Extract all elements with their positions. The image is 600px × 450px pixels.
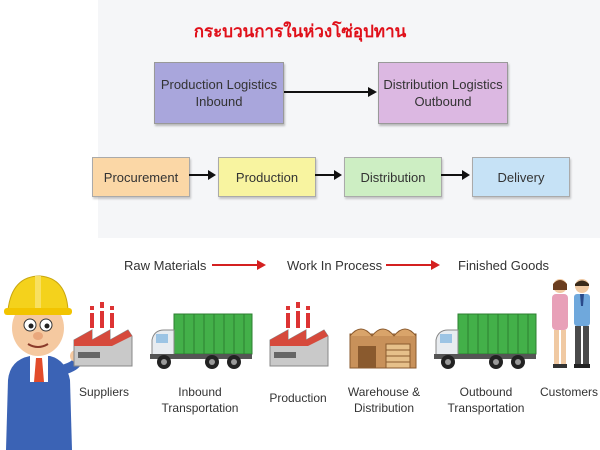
caption-line: Outbound: [459, 385, 513, 399]
stage-arrow: [189, 170, 216, 180]
stage-label: Production: [235, 169, 299, 185]
caption-suppliers: Suppliers: [64, 384, 144, 400]
stage-arrow: [441, 170, 470, 180]
distribution-logistics-box: Distribution Logistics Outbound: [378, 62, 508, 124]
caption-warehouse-distribution: Warehouse & Distribution: [340, 384, 428, 416]
stage-delivery: Delivery: [472, 157, 570, 197]
caption-outbound-transportation: Outbound Transportation: [436, 384, 536, 416]
caption-line: Transportation: [161, 401, 239, 415]
distribution-logistics-label: Distribution Logistics: [383, 77, 503, 92]
stage-distribution: Distribution: [344, 157, 442, 197]
people-icon: [552, 279, 590, 368]
outbound-label: Outbound: [414, 94, 472, 109]
caption-line: Customers: [539, 385, 598, 399]
raw-materials-label: Raw Materials: [124, 258, 207, 273]
stage-production: Production: [218, 157, 316, 197]
production-logistics-label: Production Logistics: [160, 77, 278, 92]
caption-production: Production: [260, 390, 336, 406]
material-flow-arrow: [212, 260, 266, 270]
inbound-label: Inbound: [195, 94, 243, 109]
stage-label: Procurement: [103, 169, 179, 185]
truck-icon: [150, 313, 253, 369]
caption-line: Transportation: [447, 401, 525, 415]
caption-line: Suppliers: [78, 385, 130, 399]
stage-procurement: Procurement: [92, 157, 190, 197]
warehouse-icon: [349, 328, 417, 369]
caption-line: Warehouse &: [347, 385, 421, 399]
factory-icon: [269, 302, 329, 367]
caption-customers: Customers: [538, 384, 600, 400]
work-in-process-label: Work In Process: [287, 258, 383, 273]
caption-line: Inbound: [178, 385, 222, 399]
truck-icon: [434, 313, 537, 369]
logistics-arrow: [284, 87, 377, 97]
caption-inbound-transportation: Inbound Transportation: [150, 384, 250, 416]
production-logistics-box: Production Logistics Inbound: [154, 62, 284, 124]
worker-illustration: [4, 275, 80, 450]
stage-label: Distribution: [360, 169, 426, 185]
page-title: กระบวนการในห่วงโซ่อุปทาน: [193, 22, 407, 42]
factory-icon: [73, 302, 133, 367]
material-flow-arrow: [386, 260, 440, 270]
caption-line: Production: [269, 391, 327, 405]
stage-label: Delivery: [497, 169, 545, 185]
stage-arrow: [315, 170, 342, 180]
caption-line: Distribution: [353, 401, 415, 415]
finished-goods-label: Finished Goods: [458, 258, 550, 273]
